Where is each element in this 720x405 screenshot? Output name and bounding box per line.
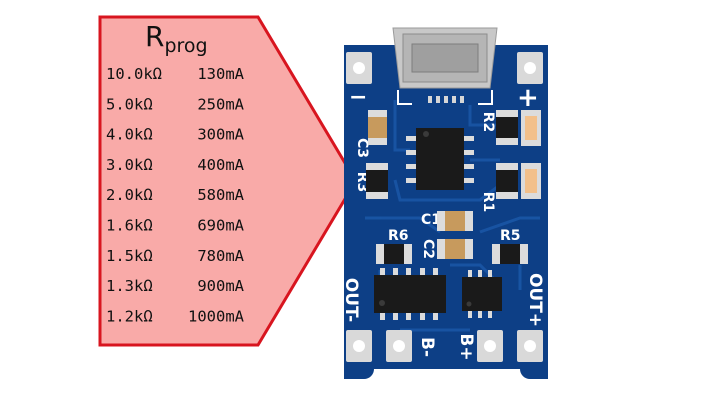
pcb-traces <box>365 100 540 332</box>
current-value: 250mA <box>197 95 244 113</box>
current-value: 780mA <box>197 247 244 265</box>
bottom-pads <box>346 330 543 362</box>
label-r5: R5 <box>500 228 521 244</box>
resistance-value: 5.0kΩ <box>106 95 153 113</box>
resistance-value: 10.0kΩ <box>106 65 162 83</box>
label-r6: R6 <box>388 228 409 244</box>
current-value: 900mA <box>197 277 244 295</box>
resistance-value: 1.5kΩ <box>106 247 153 265</box>
capacitor-c3 <box>368 110 387 145</box>
resistor-r3 <box>366 163 388 199</box>
mosfet <box>462 270 502 318</box>
rprog-callout: Rprog 10.0kΩ 130mA 5.0kΩ 250mA 4.0kΩ 300mA 3.0… <box>98 15 368 347</box>
callout-title-sub: prog <box>164 35 207 57</box>
resistance-value: 4.0kΩ <box>106 126 153 144</box>
led-blue <box>521 163 541 199</box>
rprog-table: 10.0kΩ 130mA 5.0kΩ 250mA 4.0kΩ 300mA 3.0kΩ 400m… <box>106 65 245 325</box>
resistance-value: 1.6kΩ <box>106 217 153 235</box>
resistor-r6 <box>376 244 412 264</box>
current-value: 1000mA <box>188 307 245 325</box>
label-b-plus: B+ <box>456 333 476 360</box>
label-r1: R1 <box>480 192 496 213</box>
label-r2: R2 <box>480 112 496 133</box>
current-value: 300mA <box>197 126 244 144</box>
callout-title: Rprog <box>145 20 208 57</box>
resistance-value: 1.3kΩ <box>106 277 153 295</box>
protection-ic <box>374 268 446 320</box>
label-out-minus: OUT- <box>341 278 361 322</box>
current-value: 690mA <box>197 217 244 235</box>
watermark-text: Avito <box>650 362 720 397</box>
label-out-plus: OUT+ <box>525 273 545 327</box>
resistance-value: 2.0kΩ <box>106 186 153 204</box>
label-c3: C3 <box>354 138 370 158</box>
corner-pads <box>346 52 543 84</box>
avito-watermark: Avito <box>615 362 720 397</box>
resistance-value: 3.0kΩ <box>106 156 153 174</box>
label-minus: − <box>349 85 367 110</box>
micro-usb-connector <box>392 27 498 105</box>
resistance-value: 1.2kΩ <box>106 307 153 325</box>
led-red <box>521 110 541 146</box>
label-plus: + <box>517 83 539 113</box>
resistor-r1 <box>496 163 518 199</box>
label-c1: C1 <box>421 212 441 228</box>
label-c2: C2 <box>420 239 436 259</box>
capacitor-c1 <box>437 211 473 231</box>
avito-logo-icon <box>615 367 647 396</box>
resistor-r2 <box>496 110 518 145</box>
callout-title-main: R <box>145 20 164 53</box>
label-b-minus: B- <box>417 337 437 357</box>
current-value: 130mA <box>197 65 244 83</box>
current-value: 400mA <box>197 156 244 174</box>
capacitor-c2 <box>437 239 473 259</box>
resistor-r5 <box>492 244 528 264</box>
charger-board: − + C3 R3 R2 R1 <box>341 27 548 379</box>
current-value: 580mA <box>197 186 244 204</box>
charger-ic <box>406 128 474 190</box>
